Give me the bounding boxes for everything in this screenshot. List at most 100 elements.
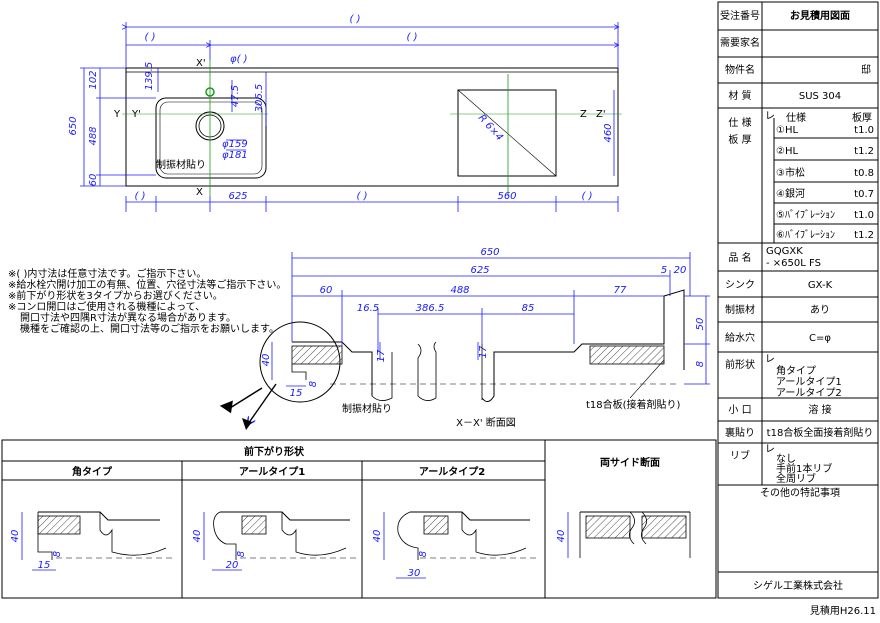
- stove-cutout: [457, 89, 557, 177]
- footer-code: 見積用H26.11: [810, 604, 876, 617]
- spec-item: ①HL: [776, 125, 798, 136]
- label-product: 品 名: [728, 251, 751, 264]
- spec-item: ③市松: [776, 166, 805, 179]
- front-shapes-heading: 前下がり形状: [244, 445, 305, 458]
- r1-dim-8: 8: [236, 551, 247, 557]
- damper-label-section: 制振材貼り: [342, 402, 392, 415]
- plan-dimensions: [80, 22, 618, 212]
- dim-phi181: φ181: [222, 150, 248, 161]
- r1-dim-20: 20: [226, 560, 239, 571]
- spec-item: ②HL: [776, 146, 798, 157]
- dim-77: 77: [614, 285, 627, 296]
- product-line1: GQGXK: [766, 246, 803, 257]
- drawing-title: お見積用図面: [790, 9, 850, 22]
- notes: ※( )内寸法は任意寸法です。ご指示下さい。 ※給水栓穴開け加工の有無、位置、穴…: [8, 267, 286, 335]
- spec-thickness: t1.2: [854, 146, 874, 157]
- marker-x: X: [196, 187, 203, 198]
- dim-faucet-offset: ( ): [145, 32, 156, 43]
- dim-47-5: 47.5: [230, 85, 241, 107]
- dim-right-span: ( ): [407, 32, 418, 43]
- spec-item: ⑥ﾊﾞｲﾌﾞﾚｰｼｮﾝ: [776, 229, 835, 241]
- spec-thickness: t1.0: [854, 125, 874, 136]
- rib-mark: レ: [765, 444, 775, 455]
- note-line: ※前下がり形状を3タイプからお選びください。: [8, 289, 223, 302]
- spec-item: ④銀河: [776, 187, 805, 200]
- front-shape-option: アールタイプ2: [776, 387, 842, 399]
- rib-option: 全周リブ: [776, 472, 816, 485]
- note-line: 開口寸法や四隅R寸法が異なる場合があります。: [20, 311, 236, 324]
- dim-386-5: 386.5: [416, 303, 445, 314]
- section-dimensions: [271, 252, 710, 387]
- dim-17a: 17: [376, 349, 387, 362]
- spec-col-thickness: 板厚: [852, 111, 872, 124]
- plywood-label: t18合板(接着剤貼り): [586, 398, 681, 411]
- marker-y-prime: Y': [131, 109, 141, 120]
- sink-value: GX-K: [808, 280, 833, 291]
- plan-dimension-text: ( ) ( ) ( ) φ( ) 102 139.5 47.5 306.5 65…: [68, 14, 614, 202]
- company-name: シゲル工業株式会社: [753, 579, 843, 592]
- r2-dim-30: 30: [408, 568, 421, 579]
- dim-650: 650: [68, 116, 79, 135]
- dim-bottom-mid: ( ): [357, 191, 368, 202]
- dim-8b: 8: [308, 381, 319, 387]
- label-faucet-hole: 給水穴: [725, 331, 755, 344]
- spec-thickness: t1.0: [854, 210, 874, 221]
- label-front-shape: 前形状: [725, 358, 755, 371]
- r2-dim-8: 8: [418, 551, 429, 557]
- dim-bottom-right: ( ): [582, 191, 593, 202]
- label-property: 物件名: [725, 63, 755, 76]
- damper-label-plan: 制振材貼り: [156, 158, 206, 171]
- vibration-value: あり: [810, 304, 830, 316]
- marker-y: Y: [113, 109, 121, 120]
- front-shape-mark: レ: [765, 354, 775, 365]
- bottom-panels: [1, 439, 717, 599]
- rib-option: なし: [776, 453, 796, 465]
- section-xx: [219, 289, 685, 430]
- r1-dim-40: 40: [192, 530, 203, 543]
- note-line: ※( )内寸法は任意寸法です。ご指示下さい。: [8, 267, 206, 280]
- r2-dim-40: 40: [372, 530, 383, 543]
- faucet-hole-value: C=φ: [809, 333, 831, 344]
- label-rib: リブ: [730, 449, 750, 462]
- corner-radius-label: R 6×4: [476, 113, 505, 144]
- label-backing: 裏貼り: [725, 426, 755, 439]
- dim-560: 560: [497, 191, 516, 202]
- kaku-dim-8: 8: [52, 551, 63, 557]
- dim-102: 102: [88, 70, 99, 89]
- section-title: X－X' 断面図: [456, 416, 516, 429]
- backing-value: t18合板全面接着剤貼り: [767, 426, 874, 439]
- dim-8: 8: [695, 361, 706, 367]
- spec-col-spec: 仕様: [786, 111, 806, 124]
- note-line: ※給水栓穴開け加工の有無、位置、穴径寸法等ご指示下さい。: [8, 278, 286, 291]
- dim-phi159: φ159: [222, 139, 248, 150]
- front-shape-kaku: 40 8 15: [10, 511, 176, 571]
- label-order-no: 受注番号: [720, 9, 760, 22]
- dim-460: 460: [603, 123, 614, 142]
- side-section-heading: 両サイド断面: [600, 456, 660, 469]
- dim-85: 85: [522, 303, 535, 314]
- type-r2-heading: アールタイプ2: [419, 465, 485, 478]
- front-shape-option: アールタイプ1: [776, 376, 842, 388]
- side-dim-40: 40: [556, 530, 567, 543]
- note-line: 機種をご確認の上、開口寸法等のご指示をお願いします。: [20, 322, 279, 335]
- kaku-dim-15: 15: [38, 560, 51, 571]
- dim-488: 488: [88, 126, 99, 145]
- dim-20: 20: [674, 265, 687, 276]
- dim-faucet-diameter: φ( ): [230, 54, 248, 65]
- sink-bowl: [155, 97, 267, 179]
- spec-thickness: t0.8: [854, 168, 874, 179]
- countertop-outline: [125, 67, 619, 187]
- note-line: ※コンロ開口はご使用される機種によって、: [8, 300, 205, 313]
- spec-check-mark: レ: [765, 111, 775, 122]
- dim-650: 650: [480, 247, 499, 258]
- section-dimension-text: 650 625 5 20 60 488 77 16.5 386.5 85 50 …: [261, 247, 706, 429]
- dim-306-5: 306.5: [254, 84, 265, 113]
- label-vibration: 制振材: [725, 303, 755, 316]
- property-suffix: 邸: [861, 63, 871, 76]
- marker-z-prime: Z': [596, 109, 606, 120]
- dim-139-5: 139.5: [144, 62, 155, 91]
- label-customer: 需要家名: [720, 36, 760, 49]
- spec-item: ⑤ﾊﾞｲﾌﾞﾚｰｼｮﾝ: [776, 209, 835, 221]
